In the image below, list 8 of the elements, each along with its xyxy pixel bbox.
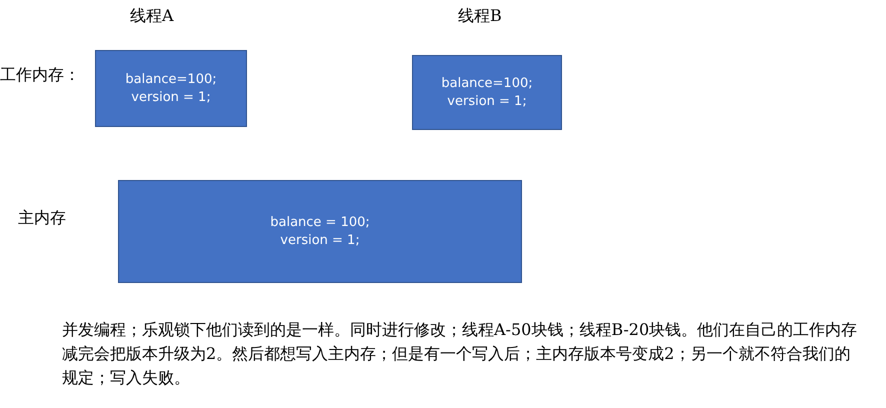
row-label: 工作内存： xyxy=(0,65,80,86)
value-text: balance = 100; version = 1; xyxy=(269,214,371,250)
thread-heading: 线程A xyxy=(130,6,174,27)
thread-heading: 线程B xyxy=(458,6,502,27)
memory-label: 主内存 xyxy=(18,208,66,229)
value-text: balance=100; version = 1; xyxy=(124,70,218,106)
caption-text: 并发编程；乐观锁下他们读到的是一样。同时进行修改；线程A-50块钱；线程B-20块钱。他们在自己的工作内存减完会把版本升级为2。然后都想写入主内存；但是有一个写入后；主内存版本号变成2；另一个就不符合我们的规定；写入失败。 xyxy=(62,319,858,389)
value-text: balance=100; version = 1; xyxy=(440,74,534,110)
